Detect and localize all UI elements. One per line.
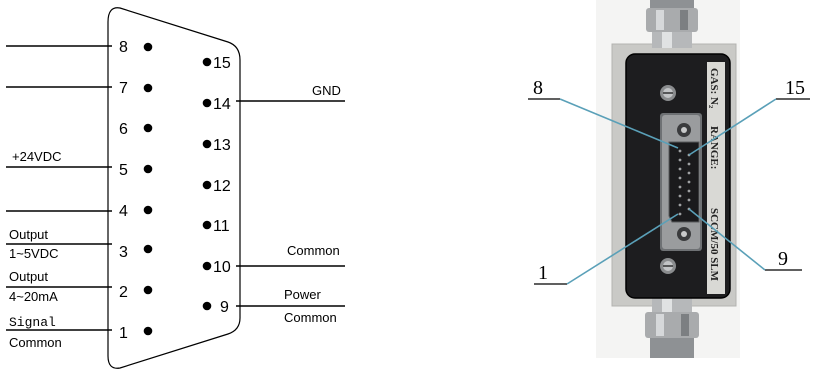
pin-7-label: 7 (119, 80, 128, 97)
label-gnd: GND (312, 83, 341, 98)
pin-1: 1 (119, 325, 153, 342)
pin-6-label: 6 (119, 121, 128, 138)
callout-8-label: 8 (533, 77, 543, 99)
label-24vdc: +24VDC (12, 149, 62, 164)
callout-1: 1 (534, 213, 679, 285)
pin-3-label: 3 (119, 244, 128, 261)
pin-7: 7 (119, 80, 153, 97)
callout-9-label: 9 (778, 248, 788, 270)
callout-1-label: 1 (538, 262, 548, 284)
pin-12: 12 (202, 178, 231, 195)
bottom-fitting (645, 296, 699, 358)
photo-callouts: 8 15 1 9 (528, 77, 810, 285)
pin-10-label: 10 (213, 259, 231, 276)
pin-10: 10 (202, 259, 231, 276)
pin-8-label: 8 (119, 39, 128, 56)
label-output-ma-line2: 4~20mA (9, 289, 58, 304)
pin-2-label: 2 (119, 284, 128, 301)
pin-15-label: 15 (213, 55, 231, 72)
pin-3: 3 (119, 244, 153, 261)
pin-2: 2 (119, 284, 153, 301)
pin-9-label: 9 (220, 299, 229, 316)
range-label: RANGE: (708, 126, 720, 169)
top-fitting (646, 0, 698, 48)
screw-bottom (660, 258, 676, 274)
label-output-v-line1: Output (9, 227, 48, 242)
sccm-label: SCCM/50 SLM (708, 208, 720, 282)
label-power-common-line2: Common (284, 310, 337, 325)
left-wires (6, 45, 112, 331)
db15-pinout-diagram: 8 7 6 5 4 3 2 1 (6, 7, 345, 369)
pin-14-label: 14 (213, 96, 231, 113)
screw-top (660, 85, 676, 101)
pin-5-label: 5 (119, 162, 128, 179)
pin-13-label: 13 (213, 137, 231, 154)
pin-14: 14 (202, 96, 231, 113)
connector-shell (107, 7, 241, 369)
label-signal-common-line2: Common (9, 335, 62, 350)
dsub-connector (660, 113, 702, 251)
pin-11: 11 (202, 218, 230, 235)
gas-label: GAS: N₂ (708, 68, 720, 109)
right-wires (236, 100, 345, 307)
device-photo: GAS: N₂ RANGE: SCCM/50 SLM (596, 0, 740, 358)
pin-12-label: 12 (213, 178, 231, 195)
label-power-common-line1: Power (284, 287, 322, 302)
callout-15: 15 (688, 77, 810, 156)
callout-8: 8 (528, 77, 679, 149)
label-common: Common (287, 243, 340, 258)
pin-4-label: 4 (119, 203, 128, 220)
pin-9: 9 (202, 299, 229, 316)
pin-8: 8 (119, 39, 153, 56)
label-strip (707, 62, 725, 294)
pin-15: 15 (202, 55, 231, 72)
label-output-v-line2: 1~5VDC (9, 246, 59, 261)
label-signal-common-line1: Signal (9, 315, 56, 330)
pin-4: 4 (119, 203, 153, 220)
pin-5: 5 (119, 162, 153, 179)
pin-1-label: 1 (119, 325, 128, 342)
pin-13: 13 (202, 137, 231, 154)
pin-6: 6 (119, 121, 153, 138)
pin-11-label: 11 (213, 218, 230, 235)
callout-9: 9 (688, 208, 802, 271)
callout-15-label: 15 (785, 77, 805, 99)
label-output-ma-line1: Output (9, 269, 48, 284)
